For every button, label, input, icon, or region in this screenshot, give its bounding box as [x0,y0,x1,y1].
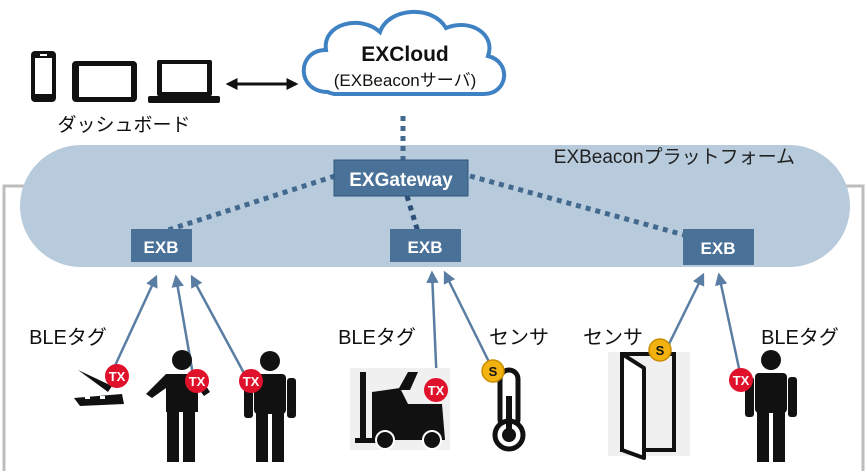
exb-left-label: EXB [144,238,179,257]
gateway-label: EXGateway [349,170,453,191]
tx-badge-label: TX [243,374,260,389]
knife-icon [74,370,124,406]
cloud-title: EXCloud [361,43,449,66]
right-tag-label: BLEタグ [761,326,839,349]
platform-band [20,145,850,267]
dashboard-label: ダッシュボード [57,114,190,136]
gateway-exb-center-link [404,195,421,233]
sensor-badge: S [481,359,505,383]
tx-badge-label: TX [109,369,126,384]
sensor-badge-label: S [656,343,665,358]
gateway-exb-right-link [469,173,689,239]
exb-center-label: EXB [408,238,443,257]
exb-box-right [683,229,754,265]
thermometer-icon [492,367,526,452]
gateway-exb-left-link [161,173,336,235]
tablet-icon [72,61,137,102]
tx-badge-label: TX [189,374,206,389]
door-icon [608,352,690,460]
person-icon [146,350,210,462]
left-tag-label: BLEタグ [29,326,107,349]
person-icon [244,351,296,462]
tx-badge: TX [185,369,209,393]
tx-badge: TX [105,364,129,388]
cloud-icon [301,10,507,96]
cloud-subtitle: (EXBeaconサーバ) [334,71,477,90]
right-sensor-label: センサ [583,327,643,349]
tx-badge-label: TX [428,383,445,398]
tx-badge: TX [239,369,263,393]
tx-badge-label: TX [733,373,750,388]
exb-box-center [390,229,461,262]
forklift-icon [350,368,450,450]
exb-box-left [131,229,192,262]
sensor-badge: S [648,338,672,362]
sensor-badge-label: S [489,364,498,379]
gateway-box [333,159,469,197]
tx-badge: TX [729,368,753,392]
center-sensor-label: センサ [489,327,549,349]
laptop-icon [148,60,220,103]
signal-arrows [111,270,742,387]
exb-right-label: EXB [701,239,736,258]
tx-badge: TX [424,378,448,402]
platform-label: EXBeaconプラットフォーム [554,146,795,168]
center-tag-label: BLEタグ [338,326,416,349]
person-icon [745,350,797,462]
smartphone-icon [31,51,56,102]
